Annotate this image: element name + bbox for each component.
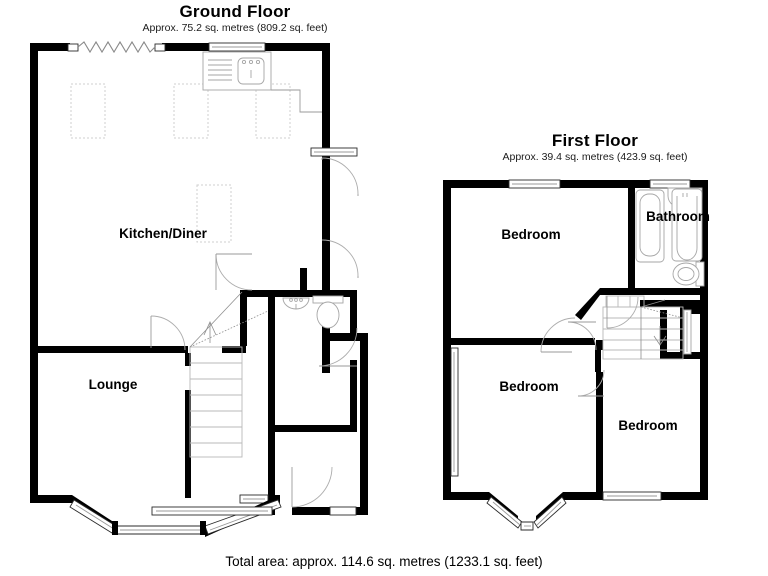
room-label-bedroom-1: Bedroom	[501, 227, 561, 242]
total-area-text: Total area: approx. 114.6 sq. metres (12…	[225, 554, 543, 569]
first-floor-area-subtitle: Approx. 39.4 sq. metres (423.9 sq. feet)	[502, 151, 688, 163]
ground-floor-title: Ground Floor	[179, 2, 291, 21]
ground-floor-area-subtitle: Approx. 75.2 sq. metres (809.2 sq. feet)	[142, 22, 328, 34]
room-label-lounge: Lounge	[88, 377, 138, 392]
room-label-bedroom-2: Bedroom	[499, 379, 559, 394]
room-label-kitchen-diner: Kitchen/Diner	[119, 226, 207, 241]
room-label-bedroom-3: Bedroom	[618, 418, 678, 433]
first-floor-title: First Floor	[551, 131, 639, 150]
room-label-bathroom: Bathroom	[646, 209, 710, 224]
